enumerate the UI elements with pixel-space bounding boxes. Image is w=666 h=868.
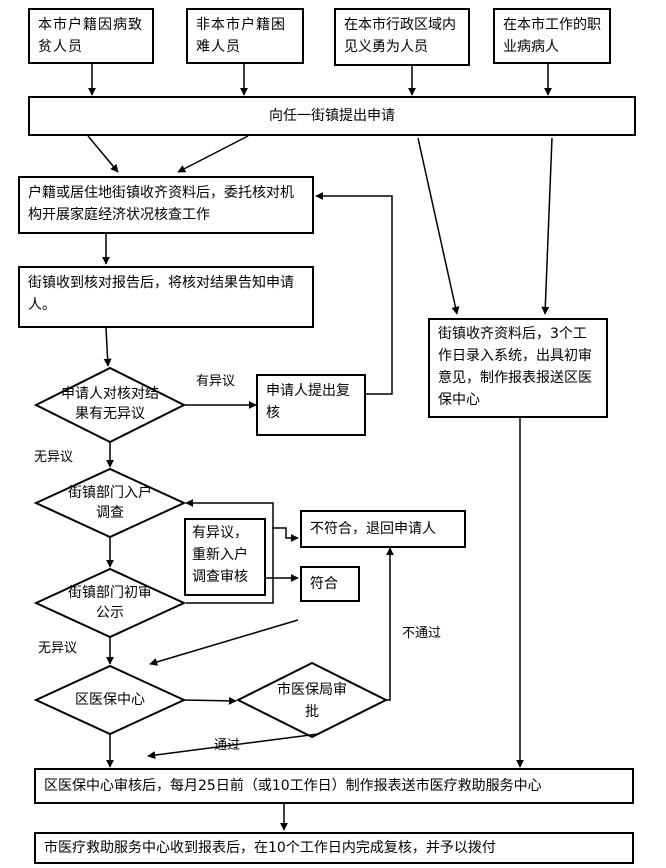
reinvestigate-box: 有异议，重新入户调查审核 [184,518,266,596]
label-no-objection-2: 无异议 [38,641,78,656]
apply-bar: 向任一街镇提出申请 [28,96,636,136]
label-fail: 不通过 [402,626,442,641]
decision-district-text: 区医保中心 [75,692,145,708]
arrow-apply-collect-left [87,135,119,173]
recheck-box: 申请人提出复核 [256,374,366,436]
arrow-reinvestigate-reject [272,527,299,542]
qualify-box: 符合 [300,566,360,602]
final-box: 市医疗救助服务中心收到报表后，在10个工作日内完成复核，并予以拨付 [34,832,634,864]
decision-publicity-diamond [33,567,187,639]
top-box-heroic-persons: 在本市行政区域内见义勇为人员 [334,8,470,66]
decision-publicity-text: 街镇部门初审公示 [68,585,152,621]
collect-box: 户籍或居住地街镇收齐资料后，委托核对机构开展家庭经济状况核查工作 [18,176,314,234]
reject-box: 不符合，退回申请人 [300,510,466,548]
arrow-apply-collect-right [177,135,249,173]
decision-visit-text: 街镇部门入户调查 [68,485,152,521]
top-box-nonlocal-hardship: 非本市户籍困难人员 [186,8,304,64]
label-no-objection-1: 无异议 [34,450,74,465]
arrow-apply-side-right [541,137,553,315]
decision-visit-diamond [33,467,187,539]
decision-objection-text: 申请人对核对结果有无异议 [61,386,159,422]
arrow-report-objection [103,327,112,367]
arrow-publicity-revisit [185,499,274,604]
arrow-qualify-district [149,619,299,666]
arrow-district-city [183,696,237,705]
decision-city-text: 市医保局审批 [277,682,347,720]
top-box-occupational-disease: 在本市工作的职业病病人 [493,8,611,64]
label-has-objection: 有异议 [196,374,236,389]
arrow-apply-side-left [417,137,460,315]
report-box: 街镇收到核对报告后，将核对结果告知申请人。 [18,266,314,328]
arrow-city-reject [386,547,394,701]
arrow-city-pass [147,733,319,760]
side-process-box: 街镇收齐资料后，3个工作日录入系统，出具初审意见，制作报表报送区医保中心 [428,318,608,418]
district-review-box: 区医保中心审核后，每月25日前（或10工作日）制作报表送市医疗救助服务中心 [34,768,634,804]
label-pass: 通过 [214,738,241,753]
top-box-local-poverty: 本市户籍因病致贫人员 [28,8,154,64]
arrow-recheck-collect [315,192,393,395]
